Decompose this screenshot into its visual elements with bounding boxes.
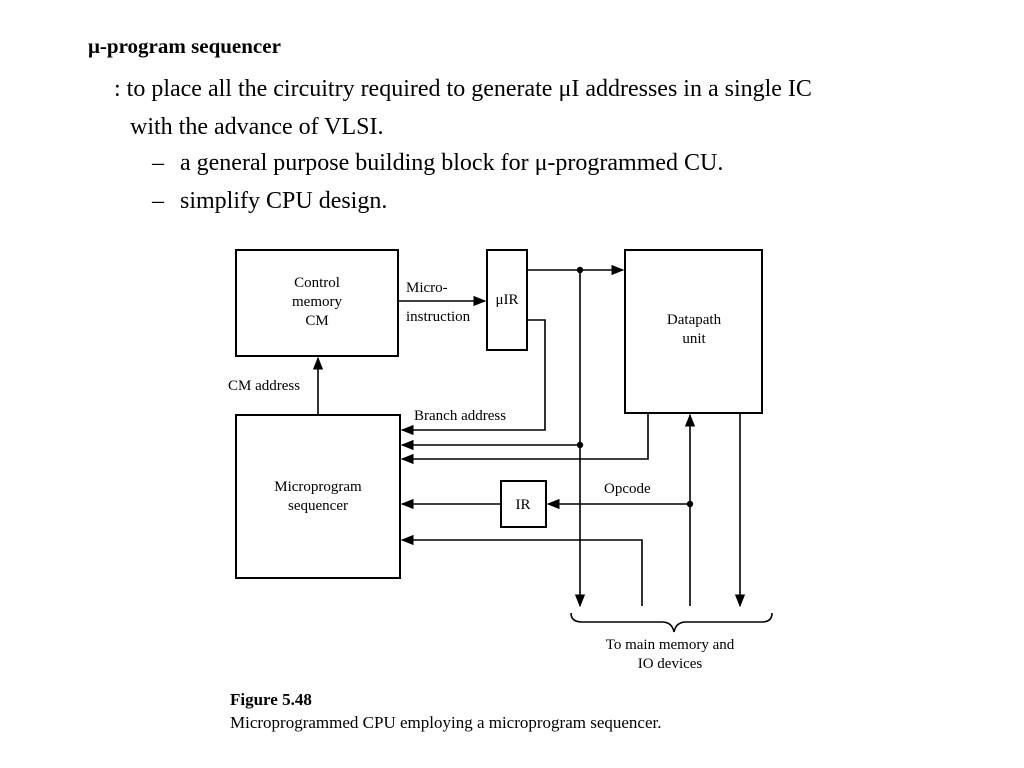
control-memory-label-2: memory <box>292 294 342 310</box>
slide-heading: μ-program sequencer <box>88 34 281 58</box>
opcode-label: Opcode <box>604 481 651 497</box>
sequencer-label-2: sequencer <box>288 498 348 514</box>
cm-address-label: CM address <box>228 378 300 394</box>
microprogram-sequencer-box <box>235 414 401 579</box>
status-to-sequencer-arrow <box>400 413 649 465</box>
bullet-dash: – <box>152 188 164 214</box>
intro-line-2: with the advance of VLSI. <box>130 114 384 140</box>
datapath-unit-box <box>624 249 763 414</box>
bullet-item: –a general purpose building block for μ-… <box>152 148 723 178</box>
datapath-label-2: unit <box>682 331 706 347</box>
control-memory-label-3: CM <box>305 313 328 329</box>
bullet-dash: – <box>152 150 164 176</box>
micro-instruction-label-2: instruction <box>406 309 471 325</box>
figure-caption: Microprogrammed CPU employing a micropro… <box>230 713 662 732</box>
branch-address-arrow <box>400 319 546 436</box>
ir-box <box>500 480 547 528</box>
ir-label: IR <box>516 497 531 513</box>
control-memory-box <box>235 249 399 357</box>
external-to-sequencer-arrow <box>400 534 643 606</box>
memory-io-label-2: IO devices <box>638 656 703 672</box>
intro-line-1: : to place all the circuitry required to… <box>114 76 812 102</box>
junction-dot <box>576 441 584 449</box>
sequencer-label-1: Microprogram <box>274 479 362 495</box>
micro-instruction-label-1: Micro- <box>406 280 448 296</box>
junction-dot <box>576 266 584 274</box>
datapath-label-1: Datapath <box>667 312 722 328</box>
memory-brace <box>570 612 773 633</box>
figure-number: Figure 5.48 <box>230 690 312 709</box>
junction-dot <box>686 500 694 508</box>
control-memory-label-1: Control <box>294 275 340 291</box>
uir-label: μIR <box>495 292 518 308</box>
uir-box <box>486 249 528 351</box>
bullet-text-1: a general purpose building block for μ-p… <box>180 150 724 176</box>
bullet-text-2: simplify CPU design. <box>180 188 388 214</box>
memory-io-label-1: To main memory and <box>606 637 735 653</box>
bullet-item: –simplify CPU design. <box>152 186 387 216</box>
branch-address-label: Branch address <box>414 408 506 424</box>
